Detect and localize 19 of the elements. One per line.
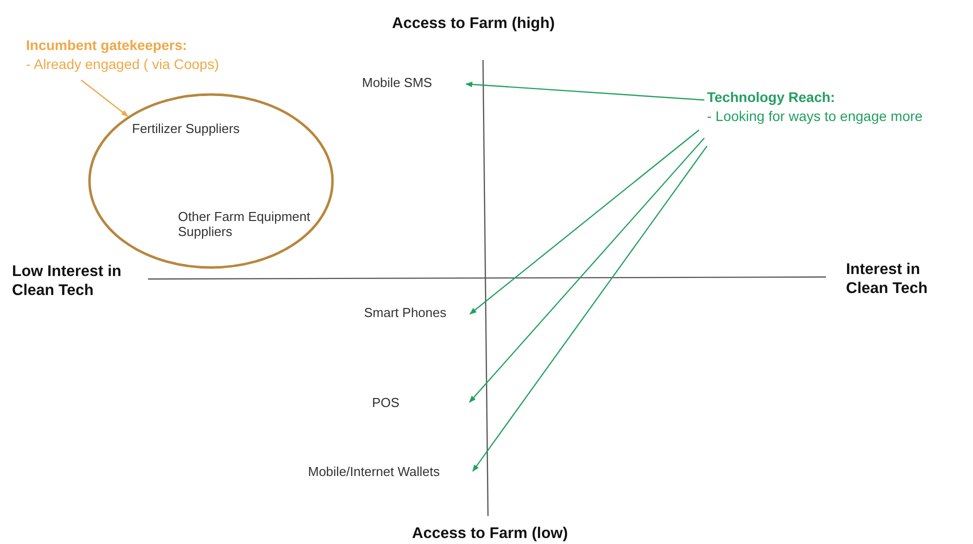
arrow — [472, 146, 708, 472]
item-label: Mobile/Internet Wallets — [308, 464, 441, 479]
note-heading: Technology Reach: — [707, 88, 836, 106]
item-label: POS — [372, 395, 400, 410]
note-heading: Incumbent gatekeepers: — [26, 36, 188, 54]
item-label: Fertilizer Suppliers — [132, 121, 240, 136]
item-label: Smart Phones — [364, 305, 448, 320]
axis-label: Access to Farm (low) — [412, 524, 568, 543]
item-label: Mobile SMS — [362, 75, 434, 90]
note-text: - Already engaged ( via Coops) — [26, 55, 219, 73]
axis-label: Interest in Clean Tech — [846, 260, 929, 298]
arrow — [469, 130, 700, 314]
axis-label: Access to Farm (high) — [392, 14, 555, 33]
arrow — [80, 80, 128, 117]
arrow — [465, 82, 704, 101]
item-label: Other Farm Equipment Suppliers — [178, 209, 312, 239]
axis-label: Low Interest in Clean Tech — [12, 262, 122, 300]
arrow — [469, 138, 705, 403]
note-text: - Looking for ways to engage more — [707, 107, 923, 125]
